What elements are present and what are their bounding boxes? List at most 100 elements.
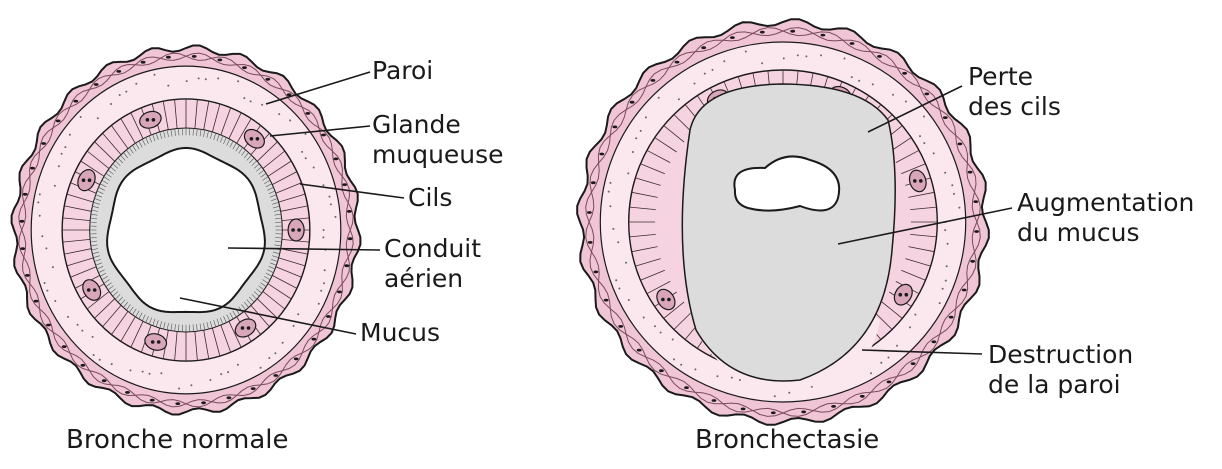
cell-nucleus [887, 381, 892, 384]
stipple-dot [318, 303, 320, 305]
cell-nucleus [760, 31, 765, 34]
cell-nucleus [20, 220, 25, 223]
cell-nucleus [968, 171, 973, 174]
cell-nucleus [860, 395, 865, 398]
stipple-dot [723, 60, 725, 62]
caption-bronchectasie: Bronchectasie [695, 425, 879, 455]
caption-normal: Bronche normale [66, 425, 288, 455]
gland-dot [905, 293, 909, 297]
stipple-dot [678, 98, 680, 100]
cell-nucleus [651, 79, 656, 82]
label-muqueuse: muqueuse [372, 140, 504, 169]
cell-nucleus [962, 289, 967, 292]
stipple-dot [643, 317, 645, 319]
gland-dot [256, 137, 260, 141]
gland-dot [919, 179, 923, 183]
stipple-dot [951, 184, 953, 186]
mucous-gland [288, 219, 304, 241]
normal-bronchus [12, 46, 361, 415]
cell-nucleus [102, 379, 107, 382]
stipple-dot [322, 236, 324, 238]
cell-nucleus [741, 408, 746, 411]
stipple-dot [250, 100, 252, 102]
cell-nucleus [630, 101, 635, 104]
stipple-dot [615, 279, 617, 281]
cell-nucleus [821, 34, 826, 37]
stipple-dot [205, 78, 207, 80]
stipple-dot [858, 80, 860, 82]
stipple-dot [905, 101, 907, 103]
stipple-dot [944, 172, 946, 174]
stipple-dot [178, 388, 180, 390]
stipple-dot [41, 235, 43, 237]
cell-nucleus [46, 324, 51, 327]
gland-dot [913, 179, 917, 183]
gland-dot [291, 228, 295, 232]
stipple-dot [335, 216, 337, 218]
gland-dot [152, 118, 156, 122]
stipple-dot [805, 55, 807, 57]
stipple-dot [261, 104, 263, 106]
cell-nucleus [150, 399, 155, 402]
label-des-cils: des cils [968, 92, 1061, 121]
gland-dot [250, 137, 254, 141]
cell-nucleus [342, 183, 347, 186]
stipple-dot [186, 80, 188, 82]
stipple-dot [820, 54, 822, 56]
stipple-dot [654, 325, 656, 327]
stipple-dot [942, 288, 944, 290]
stipple-dot [44, 282, 46, 284]
stipple-dot [923, 116, 925, 118]
stipple-dot [880, 362, 882, 364]
airway-lumen [107, 148, 265, 312]
cell-nucleus [141, 61, 146, 64]
label-glande: Glande [372, 110, 461, 139]
label-augmentation: Augmentation [1017, 188, 1194, 217]
cell-nucleus [62, 345, 67, 348]
gland-dot [661, 298, 665, 302]
cell-nucleus [850, 42, 855, 45]
cell-nucleus [943, 116, 948, 119]
cell-nucleus [771, 411, 776, 414]
gland-dot [667, 298, 671, 302]
cell-nucleus [675, 61, 680, 64]
stipple-dot [660, 332, 662, 334]
label-cils: Cils [408, 183, 452, 212]
stipple-dot [149, 373, 151, 375]
cell-nucleus [251, 387, 256, 390]
stipple-dot [237, 80, 239, 82]
stipple-dot [739, 379, 741, 381]
stipple-dot [635, 137, 637, 139]
stipple-dot [54, 185, 56, 187]
stipple-dot [628, 299, 630, 301]
stipple-dot [632, 151, 634, 153]
stipple-dot [135, 83, 137, 85]
cell-nucleus [337, 291, 342, 294]
stipple-dot [612, 228, 614, 230]
stipple-dot [39, 215, 41, 217]
gland-dot [151, 340, 155, 344]
stipple-dot [125, 91, 127, 93]
stipple-dot [323, 229, 325, 231]
gland-dot [247, 326, 251, 330]
cell-nucleus [25, 274, 30, 277]
cell-nucleus [41, 142, 46, 145]
cell-nucleus [201, 401, 206, 404]
gland-dot [241, 326, 245, 330]
stipple-dot [923, 142, 925, 144]
stipple-dot [694, 83, 696, 85]
stipple-dot [608, 191, 610, 193]
bronchiectasis-bronchus [577, 19, 989, 425]
stipple-dot [851, 76, 853, 78]
stipple-dot [64, 146, 66, 148]
stipple-dot [80, 116, 82, 118]
stipple-dot [99, 359, 101, 361]
stipple-dot [704, 73, 706, 75]
stipple-dot [227, 371, 229, 373]
stipple-dot [888, 357, 890, 359]
cell-nucleus [587, 211, 592, 214]
stipple-dot [323, 282, 325, 284]
stipple-dot [896, 345, 898, 347]
stipple-dot [305, 157, 307, 159]
cell-nucleus [34, 300, 39, 303]
